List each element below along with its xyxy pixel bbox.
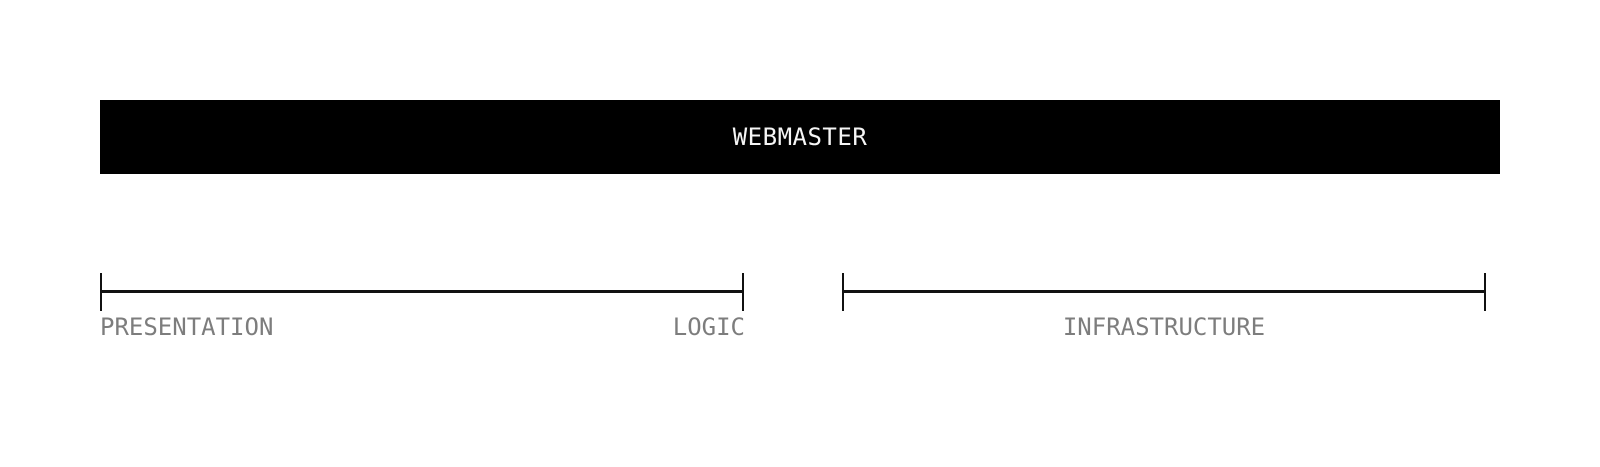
range-end-tick — [1484, 273, 1486, 311]
infrastructure-label: INFRASTRUCTURE — [1062, 313, 1266, 341]
logic-label: LOGIC — [672, 313, 745, 341]
presentation-label: PRESENTATION — [100, 313, 274, 341]
range-line — [842, 290, 1486, 293]
left-range-labels: PRESENTATION LOGIC — [100, 313, 745, 341]
range-start-tick — [100, 273, 102, 311]
range-start-tick — [842, 273, 844, 311]
webmaster-banner-label: WEBMASTER — [732, 123, 868, 151]
right-range-labels: INFRASTRUCTURE — [842, 313, 1486, 341]
presentation-logic-range — [100, 273, 744, 311]
webmaster-banner: WEBMASTER — [100, 100, 1500, 174]
infrastructure-range — [842, 273, 1486, 311]
range-line — [100, 290, 744, 293]
range-end-tick — [742, 273, 744, 311]
